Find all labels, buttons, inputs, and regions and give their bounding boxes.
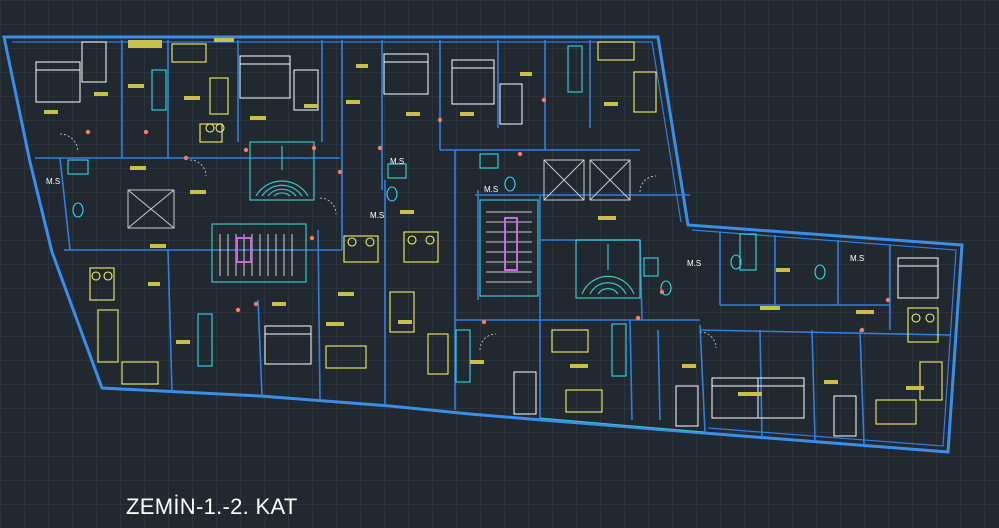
bed-13 [833,395,857,437]
sofa-8 [325,345,367,369]
bed-5 [383,53,429,95]
bed-14 [897,257,939,299]
bed-9 [513,371,537,415]
bed-12 [757,377,805,419]
table-2 [89,267,115,301]
fixtures [67,45,826,383]
sofa-6 [121,361,159,385]
ms-label-5: M.S [687,259,702,268]
sofa-12 [919,361,943,401]
elevator-center-2 [589,159,631,201]
stair-core-upper [249,141,315,201]
sofa-9 [427,333,449,375]
kitchen-3 [197,313,213,367]
elevator-magenta-1 [236,237,252,263]
sofa-10 [551,329,589,353]
wc-2 [387,163,407,179]
stair-treads [219,211,532,283]
door-marks [85,97,891,333]
sofa-7 [389,291,415,333]
elevator-center-1 [543,159,585,201]
bed-1 [35,61,81,103]
bed-4 [293,69,319,111]
bed-6 [451,59,495,105]
outline-left-block [2,35,964,454]
sofa-1 [171,43,207,63]
dimension-line [539,417,705,433]
interior-walls [35,40,951,445]
door-arcs [59,133,717,351]
wc-3 [479,153,499,169]
outline-right-wing-inner [691,229,957,447]
stair-core-center [479,199,539,297]
sofa-4 [633,71,657,113]
wc-1 [67,159,89,175]
ms-label-1: M.S [46,177,61,186]
sofa-3 [597,41,635,61]
ms-label-2: M.S [390,157,405,166]
stair-core-left [211,223,307,283]
ms-label-3: M.S [370,211,385,220]
ms-label-6: M.S [850,254,865,263]
table-1 [199,123,223,143]
kitchen-4 [455,329,471,383]
kitchen-5 [611,323,627,377]
bed-10 [675,385,699,427]
elevator-shafts [127,159,631,271]
bed-8 [264,325,312,365]
sofa-5 [97,309,119,363]
furniture [89,41,943,425]
sofa-2 [209,77,229,115]
building-outline [2,35,964,454]
annotation-blocks [44,38,924,396]
bed-11 [711,377,759,419]
stairs [211,141,641,299]
sofa-13 [875,399,917,425]
kitchen-1 [151,69,167,111]
table-3 [343,235,379,263]
bed-7 [499,83,523,125]
table-5 [907,307,939,343]
kitchen-6 [739,233,757,271]
sofa-11 [565,389,603,413]
table-4 [403,231,439,263]
ms-label-4: M.S [484,185,499,194]
elevator-magenta-2 [504,217,518,271]
elevator-left [127,189,175,229]
wc-4 [643,257,659,277]
drawing-title: ZEMİN-1.-2. KAT [126,494,298,519]
stair-core-right [575,239,641,299]
beds [35,41,939,437]
kitchen-2 [567,45,583,93]
bed-3 [239,55,291,99]
bed-2 [81,41,107,83]
